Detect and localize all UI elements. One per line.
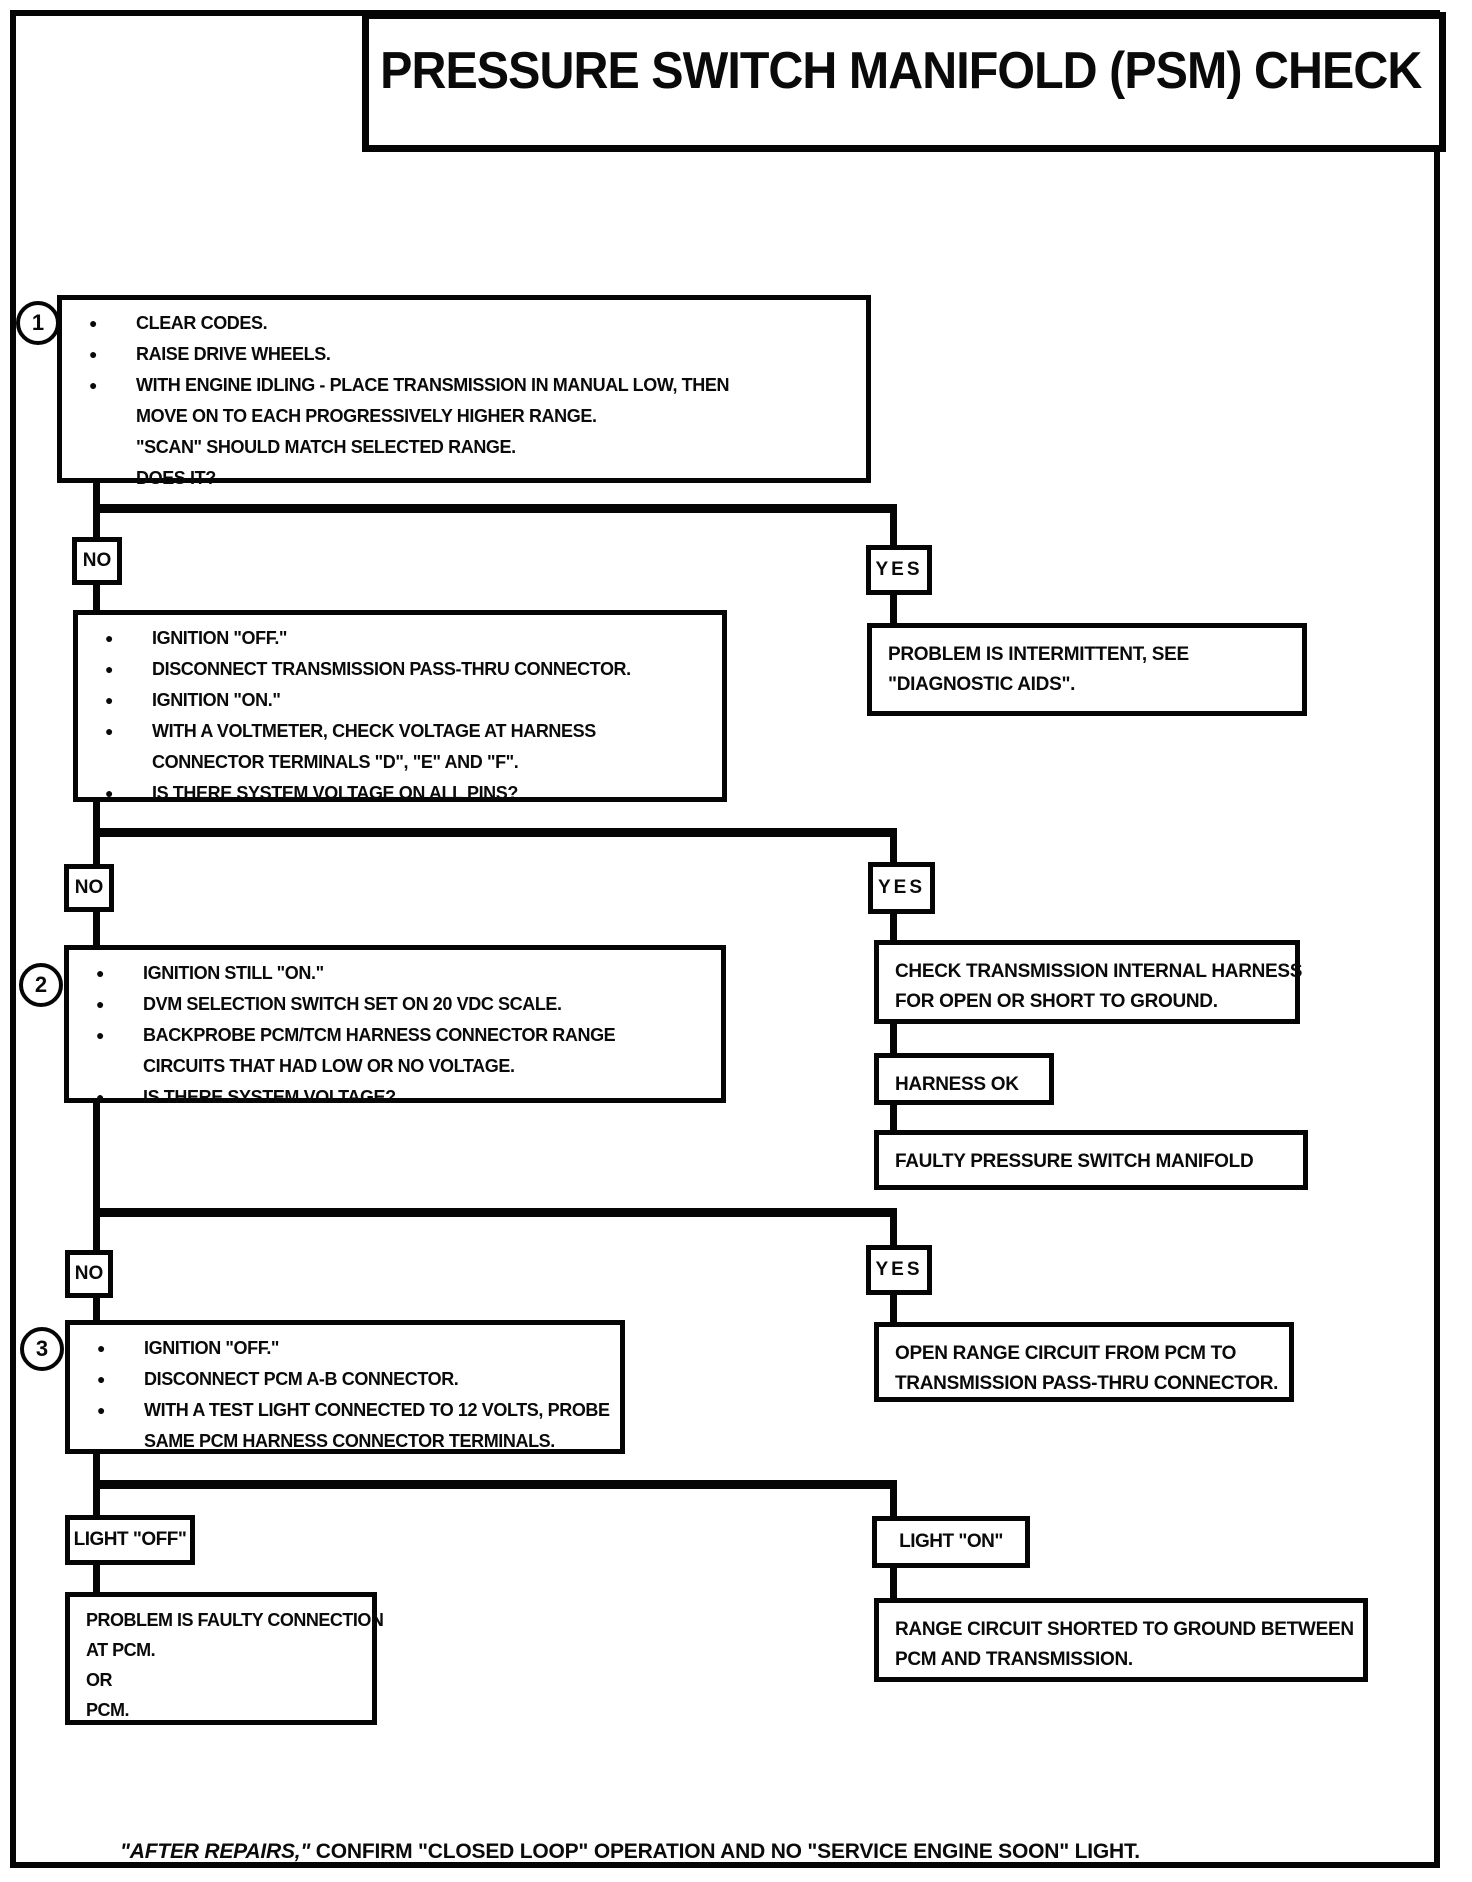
step-2-marker: 2 <box>19 963 63 1007</box>
yes3-label-box: YES <box>866 1245 932 1295</box>
intermittent-result-box: PROBLEM IS INTERMITTENT, SEE "DIAGNOSTIC… <box>867 623 1307 716</box>
page-title: PRESSURE SWITCH MANIFOLD (PSM) CHECK <box>380 42 1422 100</box>
connector-check-to-harnessok <box>890 1022 897 1055</box>
bullet-icon: ● <box>97 1402 106 1418</box>
light-off-label-box: LIGHT "OFF" <box>65 1515 195 1565</box>
connector-yes3-down <box>890 1293 897 1324</box>
step1-box: ●CLEAR CODES. ●RAISE DRIVE WHEELS. ●WITH… <box>57 295 871 488</box>
bullet-icon: ● <box>96 965 105 981</box>
connector-yes1-down <box>890 593 897 625</box>
bullet-icon: ● <box>105 630 114 646</box>
step2-box: ●IGNITION STILL "ON." ●DVM SELECTION SWI… <box>64 945 726 1107</box>
step-3-marker: 3 <box>20 1327 64 1371</box>
no1-actions-box: ●IGNITION "OFF." ●DISCONNECT TRANSMISSIO… <box>73 610 727 803</box>
connector-lightoff-down <box>93 1563 100 1594</box>
page-border <box>10 10 1440 1868</box>
step-1-marker: 1 <box>16 301 60 345</box>
connector-branch4-to-lighton <box>890 1482 897 1518</box>
bullet-icon: ● <box>89 315 98 331</box>
bullet-icon: ● <box>89 346 98 362</box>
connector-no2-down <box>93 910 100 947</box>
after-repairs-note: "AFTER REPAIRS," CONFIRM "CLOSED LOOP" O… <box>120 1840 1140 1863</box>
bullet-icon: ● <box>96 996 105 1012</box>
bullet-icon: ● <box>89 377 98 393</box>
after-repairs-italic: "AFTER REPAIRS," <box>120 1840 311 1863</box>
bullet-icon: ● <box>105 723 114 739</box>
connector-branch2-horizontal <box>93 828 897 837</box>
yes1-label-box: YES <box>866 545 932 595</box>
light-on-label-box: LIGHT "ON" <box>872 1516 1030 1568</box>
connector-step2-down <box>93 1101 100 1252</box>
open-range-result-box: OPEN RANGE CIRCUIT FROM PCM TO TRANSMISS… <box>874 1322 1294 1402</box>
connector-no1-down <box>93 583 100 612</box>
bullet-icon: ● <box>105 661 114 677</box>
connector-harnessok-to-faulty <box>890 1103 897 1132</box>
bullet-icon: ● <box>96 1027 105 1043</box>
bullet-icon: ● <box>96 1089 105 1105</box>
connector-branch2-to-yes <box>890 830 897 864</box>
range-shorted-result-box: RANGE CIRCUIT SHORTED TO GROUND BETWEEN … <box>874 1598 1368 1682</box>
connector-branch3-horizontal <box>93 1208 897 1217</box>
connector-branch3-to-yes <box>890 1210 897 1247</box>
connector-branch1-to-yes <box>890 506 897 547</box>
title-box: PRESSURE SWITCH MANIFOLD (PSM) CHECK <box>362 12 1446 152</box>
connector-yes2-down <box>890 912 897 942</box>
bullet-icon: ● <box>97 1371 106 1387</box>
yes2-label-box: YES <box>868 862 935 914</box>
harness-ok-box: HARNESS OK <box>874 1053 1054 1105</box>
connector-no3-down <box>93 1296 100 1322</box>
connector-lighton-down <box>890 1566 897 1600</box>
check-internal-harness-box: CHECK TRANSMISSION INTERNAL HARNESS FOR … <box>874 940 1302 1024</box>
step3-box: ●IGNITION "OFF." ●DISCONNECT PCM A-B CON… <box>65 1320 625 1454</box>
faulty-connection-result-box: PROBLEM IS FAULTY CONNECTION AT PCM. OR … <box>65 1592 384 1725</box>
connector-branch1-horizontal <box>93 504 897 513</box>
bullet-icon: ● <box>105 692 114 708</box>
no3-label-box: NO <box>65 1250 113 1298</box>
faulty-psm-result-box: FAULTY PRESSURE SWITCH MANIFOLD <box>874 1130 1308 1190</box>
connector-branch4-horizontal <box>93 1480 897 1489</box>
no1-label-box: NO <box>72 537 122 585</box>
bullet-icon: ● <box>97 1340 106 1356</box>
no2-label-box: NO <box>64 864 114 912</box>
bullet-icon: ● <box>105 785 114 801</box>
